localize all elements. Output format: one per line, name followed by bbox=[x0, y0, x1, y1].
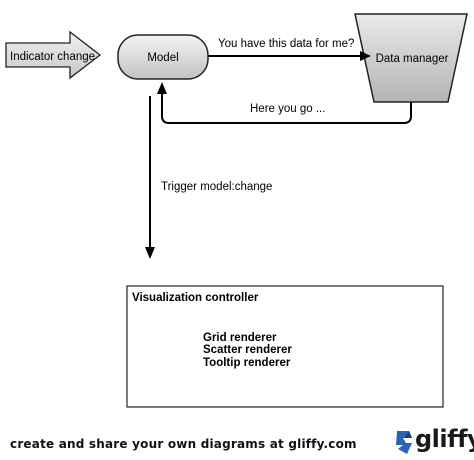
model-node: Model bbox=[117, 34, 209, 80]
controller-item-scatter: Scatter renderer bbox=[203, 344, 292, 356]
request-label: You have this data for me? bbox=[218, 38, 354, 50]
model-label: Model bbox=[147, 52, 178, 64]
trigger-edge: Trigger model:change bbox=[145, 96, 272, 259]
controller-item-grid: Grid renderer bbox=[203, 332, 277, 344]
data-manager-node: Data manager bbox=[354, 13, 468, 103]
response-label: Here you go ... bbox=[250, 103, 325, 115]
indicator-change-label: Indicator change bbox=[10, 51, 95, 63]
controller-item-tooltip: Tooltip renderer bbox=[203, 357, 291, 369]
trigger-label: Trigger model:change bbox=[161, 181, 272, 193]
diagram: Indicator change Model Data manager You … bbox=[5, 13, 468, 408]
response-edge: Here you go ... bbox=[157, 82, 412, 124]
visualization-controller-node: Visualization controller Grid renderer S… bbox=[126, 285, 444, 408]
indicator-change-node: Indicator change bbox=[5, 30, 102, 80]
footer-tagline: create and share your own diagrams at gl… bbox=[10, 437, 357, 451]
gliffy-logo: gliffy bbox=[393, 425, 474, 459]
controller-title: Visualization controller bbox=[132, 292, 259, 304]
data-manager-label: Data manager bbox=[376, 53, 449, 65]
request-edge: You have this data for me? bbox=[208, 38, 371, 61]
gliffy-logo-icon bbox=[396, 431, 412, 454]
gliffy-logo-text: gliffy bbox=[415, 425, 474, 453]
